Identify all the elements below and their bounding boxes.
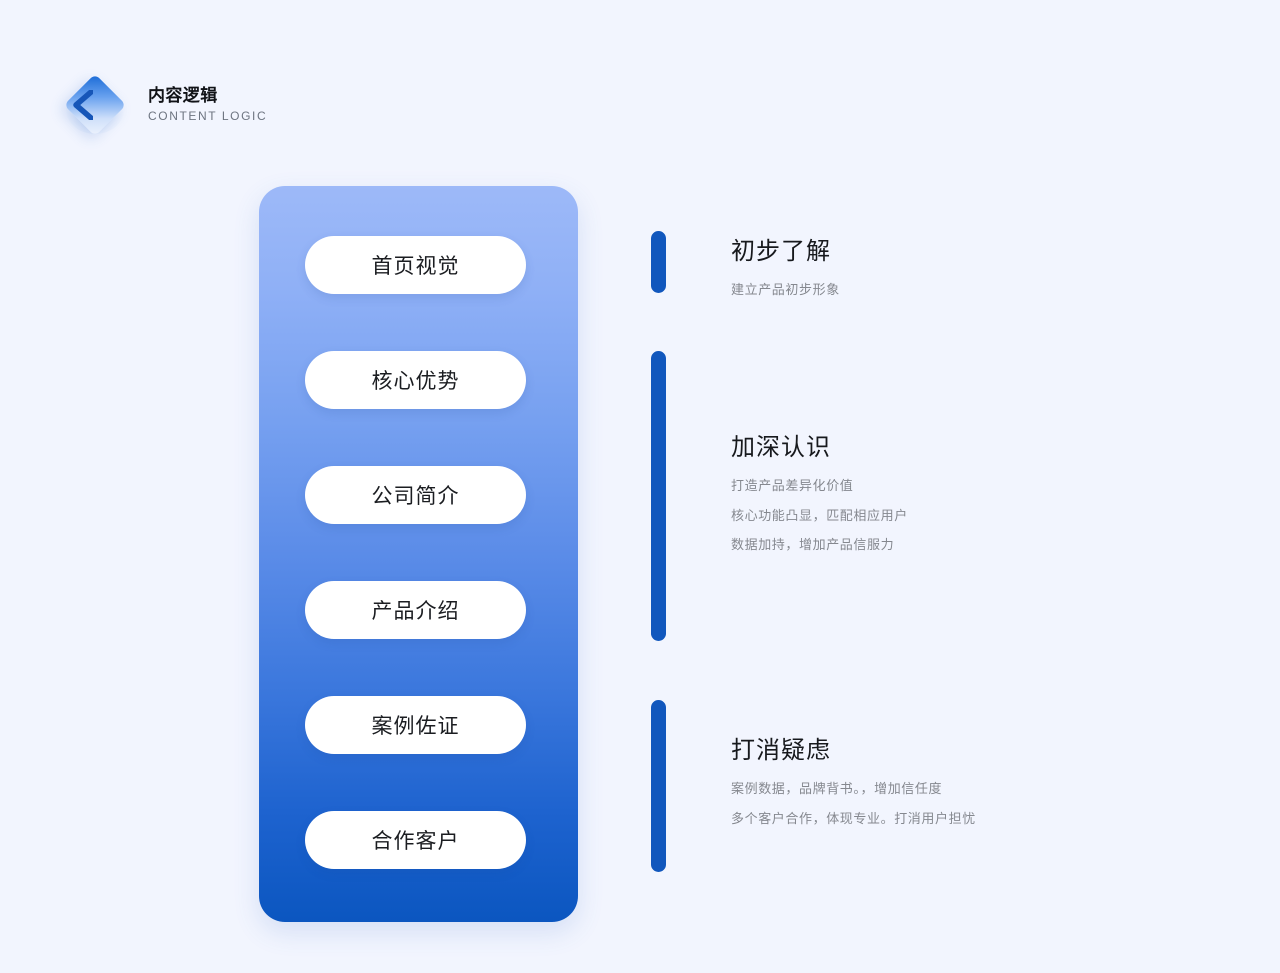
stage-bar-3 [651, 700, 666, 872]
stage-title-2: 加深认识 [731, 434, 831, 461]
step-pill-4[interactable]: 产品介绍 [305, 581, 526, 639]
stage-lines-3: 案例数据，品牌背书。，增加信任度 多个客户合作，体现专业。打消用户担忧 [731, 779, 1171, 828]
stage-title-3: 打消疑虑 [731, 737, 831, 764]
stage-bar-1 [651, 231, 666, 293]
steps-panel: 首页视觉 核心优势 公司简介 产品介绍 案例佐证 合作客户 [259, 186, 578, 922]
chevron-left-icon [73, 90, 93, 120]
step-pill-list: 首页视觉 核心优势 公司简介 产品介绍 案例佐证 合作客户 [259, 186, 578, 922]
stage-line: 多个客户合作，体现专业。打消用户担忧 [731, 810, 976, 826]
brand-text: 内容逻辑 CONTENT LOGIC [148, 85, 268, 124]
stage-line: 案例数据，品牌背书。，增加信任度 [731, 781, 943, 796]
step-pill-5[interactable]: 案例佐证 [305, 696, 526, 754]
stage-line: 数据加持，增加产品信服力 [731, 537, 895, 552]
stage-block-2: 加深认识 打造产品差异化价值 核心功能凸显，匹配相应用户 数据加持，增加产品信服… [731, 433, 1171, 555]
stage-line: 打造产品差异化价值 [731, 478, 854, 493]
stage-lines-1: 建立产品初步形象 [731, 280, 1171, 300]
stage-line: 核心功能凸显，匹配相应用户 [731, 507, 908, 523]
stage-lines-2: 打造产品差异化价值 核心功能凸显，匹配相应用户 数据加持，增加产品信服力 [731, 476, 1171, 555]
brand-subtitle: CONTENT LOGIC [148, 109, 268, 124]
step-pill-1[interactable]: 首页视觉 [305, 236, 526, 294]
step-pill-6[interactable]: 合作客户 [305, 811, 526, 869]
stage-line: 建立产品初步形象 [731, 282, 840, 297]
stage-bar-2 [651, 351, 666, 641]
brand-title: 内容逻辑 [148, 85, 218, 105]
step-pill-3[interactable]: 公司简介 [305, 466, 526, 524]
step-pill-2[interactable]: 核心优势 [305, 351, 526, 409]
stage-block-3: 打消疑虑 案例数据，品牌背书。，增加信任度 多个客户合作，体现专业。打消用户担忧 [731, 736, 1171, 828]
stage-title-1: 初步了解 [731, 238, 831, 265]
stage-block-1: 初步了解 建立产品初步形象 [731, 237, 1171, 300]
